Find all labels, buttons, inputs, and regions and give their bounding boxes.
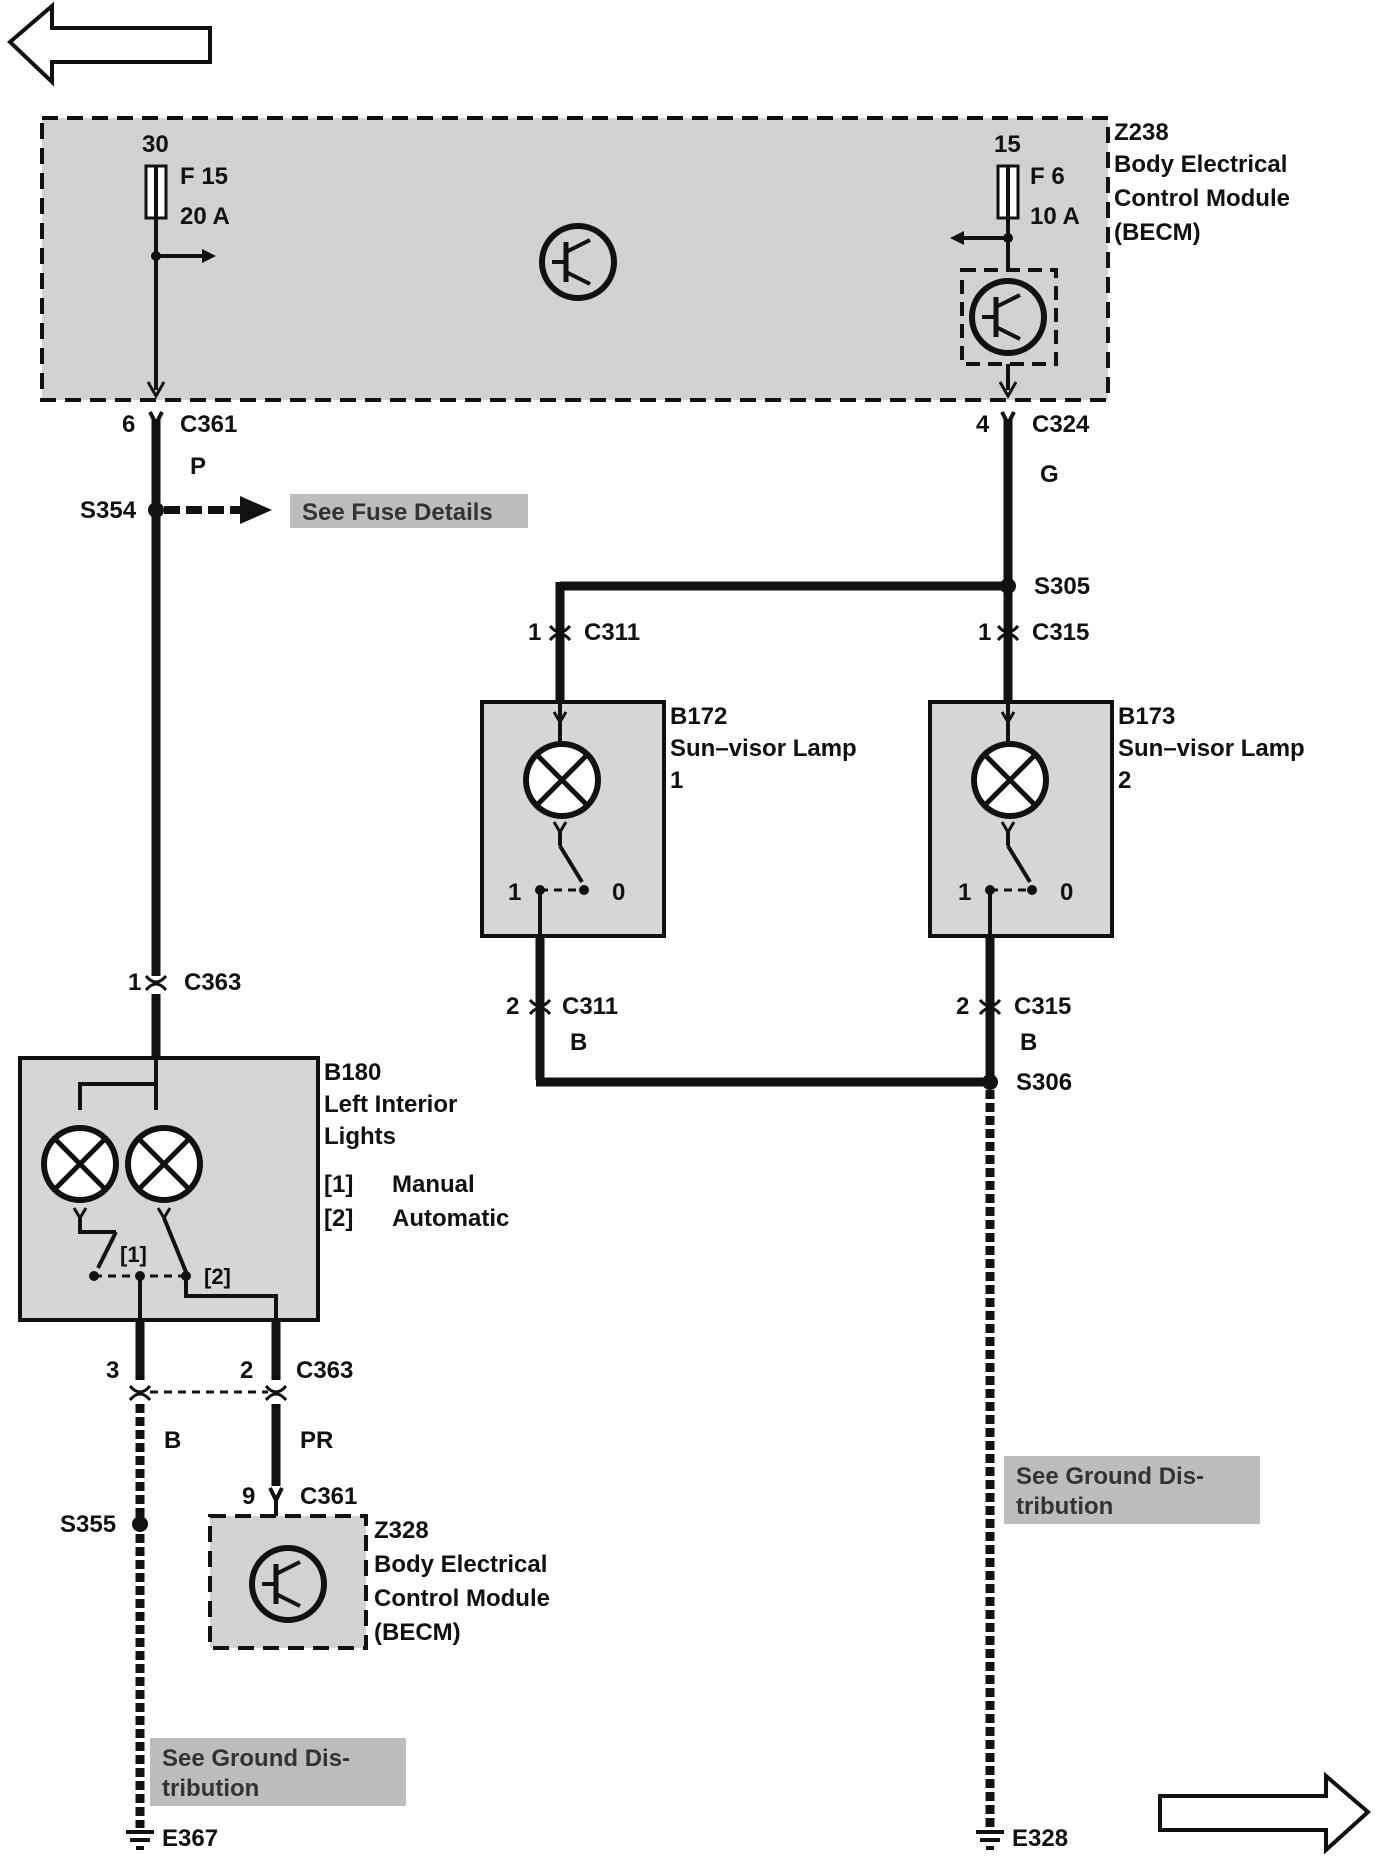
s306-splice [982,1074,998,1090]
s306-label: S306 [1016,1069,1072,1096]
transistor-icon [969,278,1047,356]
b180-line1: Left Interior [324,1091,457,1118]
transistor-icon [249,1545,327,1623]
lamp-icon [523,741,601,819]
b180-component: [1] [2] B180 Left Interior Lights [1] Ma… [18,1056,509,1322]
s354-splice [148,502,164,518]
z238-line3: (BECM) [1114,219,1201,246]
b180-opt1: Manual [392,1171,475,1198]
lamp-icon [125,1125,203,1203]
transistor-icon [539,223,617,301]
s305-label: S305 [1034,573,1090,600]
c361-top-name: C361 [180,411,237,438]
f15-name: F 15 [180,163,228,190]
switch-icon [985,832,1037,895]
c315-bot-name: C315 [1014,993,1071,1020]
s355-label: S355 [60,1511,116,1538]
switch-icon [535,832,589,895]
c324-pin: 4 [976,411,990,438]
c311-top-pin: 1 [528,619,541,646]
wire-color-b-right: B [1020,1029,1037,1056]
b180-opt2-tag: [2] [324,1205,353,1232]
c311-top-name: C311 [584,619,640,646]
wire-color-b-left: B [570,1029,587,1056]
b172-num: 1 [670,767,683,794]
z238-module: Z238 Body Electrical Control Module (BEC… [40,116,1290,402]
b173-pos-on: 1 [958,879,971,906]
b180-line2: Lights [324,1123,396,1150]
s355-splice [132,1516,148,1532]
e328-label: E328 [1012,1825,1068,1852]
z328-module: Z328 Body Electrical Control Module (BEC… [208,1514,550,1650]
c363-bot-pin-b: 2 [240,1357,253,1384]
f6-name: F 6 [1030,163,1065,190]
e367-label: E367 [162,1825,218,1852]
b173-num: 2 [1118,767,1131,794]
b172-id: B172 [670,703,727,730]
wire-color-g: G [1040,461,1059,488]
see-ground-right-1[interactable]: See Ground Dis- [1016,1463,1204,1490]
z328-id: Z328 [374,1517,429,1544]
z238-line2: Control Module [1114,185,1290,212]
c315-top-name: C315 [1032,619,1089,646]
see-ground-left-2[interactable]: tribution [162,1775,259,1802]
z328-line3: (BECM) [374,1619,461,1646]
c324-name: C324 [1032,411,1090,438]
see-ground-left-1[interactable]: See Ground Dis- [162,1745,350,1772]
b180-opt2: Automatic [392,1205,509,1232]
c315-top-pin: 1 [978,619,991,646]
b180-switch-tag-1: [1] [120,1242,147,1267]
c363-bot-pin-a: 3 [106,1357,119,1384]
c363-top-pin: 1 [128,969,141,996]
see-ground-right-2[interactable]: tribution [1016,1493,1113,1520]
c361-top-pin: 6 [122,411,135,438]
f15-rating: 20 A [180,203,230,230]
z238-id: Z238 [1114,119,1169,146]
b173-component: 1 0 B173 Sun–visor Lamp 2 [928,700,1305,938]
c361-bot-name: C361 [300,1483,357,1510]
z328-line1: Body Electrical [374,1551,547,1578]
ground-icon [976,1830,1004,1850]
s354-label: S354 [80,497,137,524]
f6-terminal: 15 [994,131,1021,158]
c363-bot-name: C363 [296,1357,353,1384]
b173-pos-off: 0 [1060,879,1073,906]
c311-bot-pin: 2 [506,993,519,1020]
arrow-left-icon[interactable] [7,1,212,87]
b172-pos-on: 1 [508,879,521,906]
c311-bot-name: C311 [562,993,618,1020]
lamp-icon [41,1125,119,1203]
z238-line1: Body Electrical [1114,151,1287,178]
b172-component: 1 0 B172 Sun–visor Lamp 1 [480,700,857,938]
b180-opt1-tag: [1] [324,1171,353,1198]
see-fuse-details-link[interactable]: See Fuse Details [302,499,493,526]
lamp-icon [971,741,1049,819]
c361-bot-pin: 9 [242,1483,255,1510]
ground-icon [126,1830,154,1850]
z328-line2: Control Module [374,1585,550,1612]
b180-switch-tag-2: [2] [204,1264,231,1289]
c315-bot-pin: 2 [956,993,969,1020]
c363-top-name: C363 [184,969,241,996]
b172-name: Sun–visor Lamp [670,735,857,762]
b173-id: B173 [1118,703,1175,730]
wire-color-b-ground: B [164,1427,181,1454]
b172-pos-off: 0 [612,879,625,906]
b173-name: Sun–visor Lamp [1118,735,1305,762]
wire-color-pr: PR [300,1427,333,1454]
f15-terminal: 30 [142,131,169,158]
arrow-right-icon[interactable] [1158,1771,1372,1855]
b180-id: B180 [324,1059,381,1086]
f6-rating: 10 A [1030,203,1080,230]
wire-color-p: P [190,453,206,480]
